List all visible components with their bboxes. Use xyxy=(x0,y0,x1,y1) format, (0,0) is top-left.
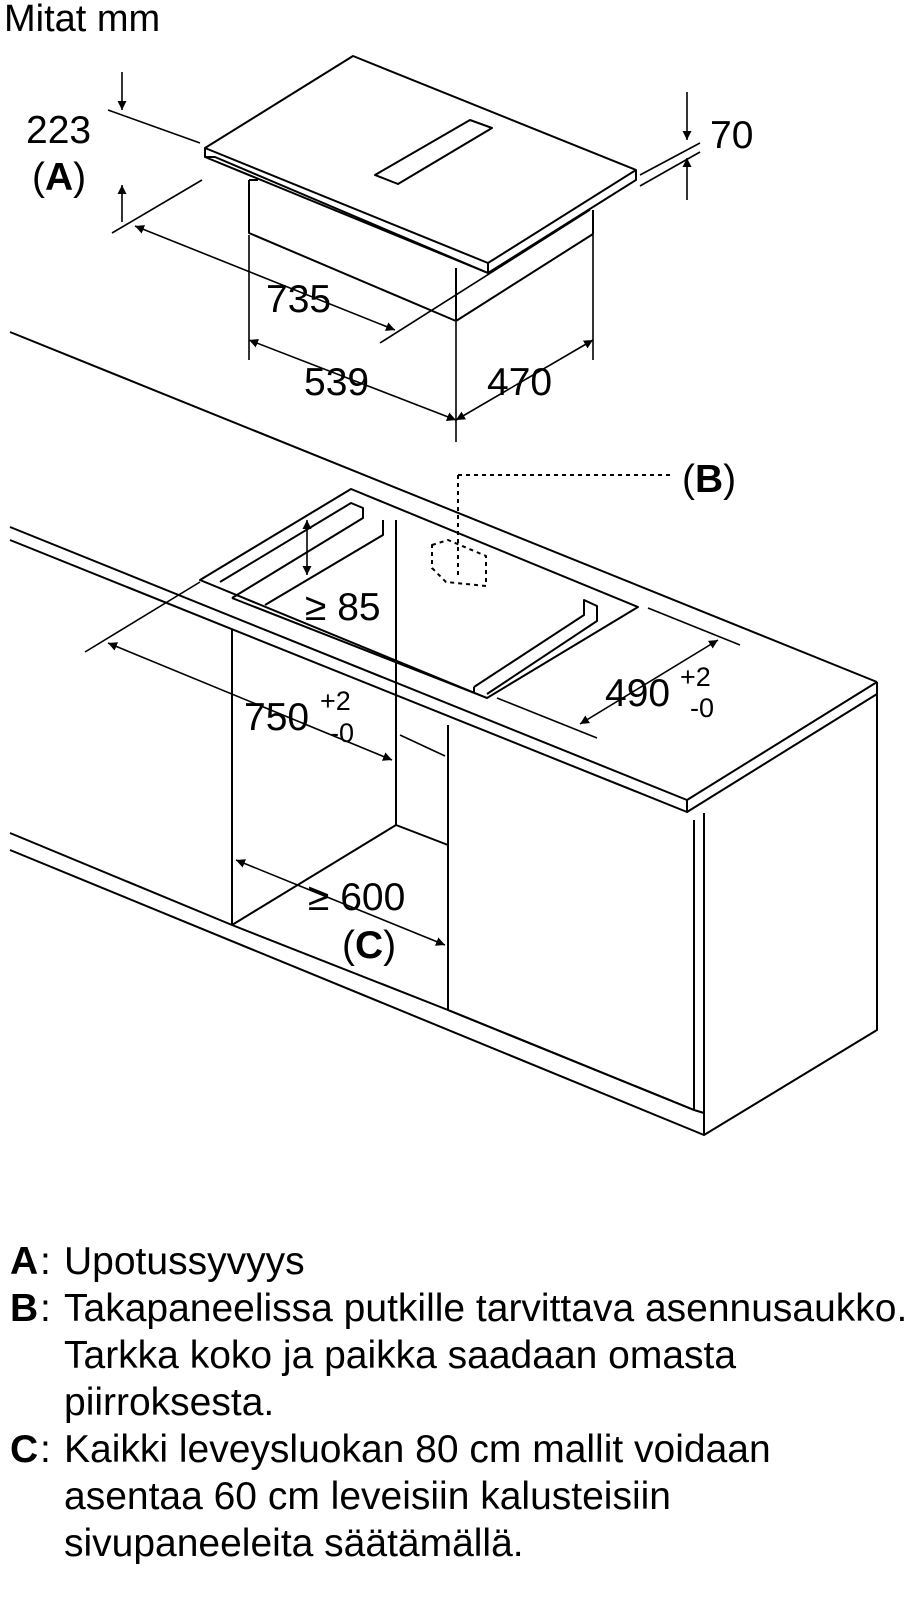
dim-85-label: ≥ 85 xyxy=(305,586,381,629)
dim-490-tol-plus: +2 xyxy=(680,662,711,692)
dim-539-line xyxy=(248,339,457,421)
dim-490-extension-top xyxy=(647,607,741,646)
dim-c-key: C xyxy=(355,924,383,967)
dim-490-tol-minus: -0 xyxy=(690,693,714,723)
legend-item-a: A : Upotussyvyys xyxy=(10,1238,910,1285)
cooktop-body-right xyxy=(455,210,594,322)
worktop-right-edge xyxy=(686,682,878,813)
worktop xyxy=(9,331,878,813)
plinth-bottom xyxy=(9,849,705,1136)
dim-750-tol-minus: -0 xyxy=(330,718,354,748)
worktop-cutout xyxy=(199,488,639,699)
dim-223-extension-bottom xyxy=(111,179,203,234)
cutout-depth-bottom xyxy=(264,520,384,606)
dim-470-label: 470 xyxy=(487,361,552,404)
legend-key-b: B xyxy=(10,1287,39,1330)
cooktop-top-surface xyxy=(204,55,637,264)
legend-item-c: C : Kaikki leveysluokan 80 cm mallit voi… xyxy=(10,1426,910,1567)
cabinet-base-front xyxy=(231,924,449,1011)
dim-750-label: 750 xyxy=(244,696,309,739)
dim-b-label: (B) xyxy=(682,458,736,501)
cutout-inner-right xyxy=(473,599,598,695)
dim-490-extension-bottom xyxy=(496,697,598,739)
legend-text-c: Kaikki leveysluokan 80 cm mallit voidaan… xyxy=(64,1428,771,1565)
cabinet-door xyxy=(447,725,695,1111)
dim-c-label: (C) xyxy=(342,924,396,967)
dim-600-label: ≥ 600 xyxy=(308,876,405,919)
worktop-back-edge xyxy=(9,331,878,683)
dim-735-label: 735 xyxy=(266,278,331,321)
dim-735-line xyxy=(134,225,396,331)
plinth-top xyxy=(9,832,233,926)
legend-text-a: Upotussyvyys xyxy=(64,1240,305,1283)
dim-70-extension-bottom xyxy=(639,151,701,187)
cooktop-right-edge xyxy=(487,170,637,274)
cooktop-vent-slot xyxy=(374,119,493,185)
diagram-title: Mitat mm xyxy=(4,0,161,40)
dim-750-tol-plus: +2 xyxy=(320,686,351,716)
dim-539-label: 539 xyxy=(304,361,369,404)
dim-750-extension-left xyxy=(84,581,201,653)
cabinet-base-edge xyxy=(447,1009,695,1111)
dim-600-line xyxy=(235,859,446,946)
dim-490-line xyxy=(579,639,719,725)
legend-item-b: B : Takapaneelissa putkille tarvittava a… xyxy=(10,1285,910,1426)
cooktop-front-underside xyxy=(205,156,489,274)
pipe-opening-marker xyxy=(431,474,672,587)
dim-a-key: A xyxy=(45,156,73,199)
base-cabinet xyxy=(9,520,878,1136)
dim-70-extension-top xyxy=(639,142,701,176)
legend: A : Upotussyvyys B : Takapaneelissa putk… xyxy=(10,1238,910,1567)
worktop-front-top-edge xyxy=(9,526,878,801)
dim-223-extension-top xyxy=(107,109,201,144)
legend-text-b: Takapaneelissa putkille tarvittava asenn… xyxy=(64,1287,908,1424)
dim-490-label: 490 xyxy=(605,672,670,715)
dim-470-line xyxy=(455,339,594,421)
dim-750-extension-right xyxy=(399,734,446,757)
cooktop-front-edge xyxy=(204,148,489,274)
dim-750-line xyxy=(107,642,393,761)
dim-a-label: (A) xyxy=(32,156,86,199)
worktop-front-bottom-edge xyxy=(9,539,688,813)
cabinet-door-edge xyxy=(693,1109,705,1114)
legend-key-a: A xyxy=(10,1240,39,1283)
dim-70-label: 70 xyxy=(710,114,753,157)
cutout-inner-left xyxy=(219,502,364,599)
dim-b-key: B xyxy=(695,458,723,501)
dim-223-label: 223 xyxy=(26,109,91,152)
cabinet-side xyxy=(703,694,878,1136)
legend-key-c: C xyxy=(10,1428,39,1471)
